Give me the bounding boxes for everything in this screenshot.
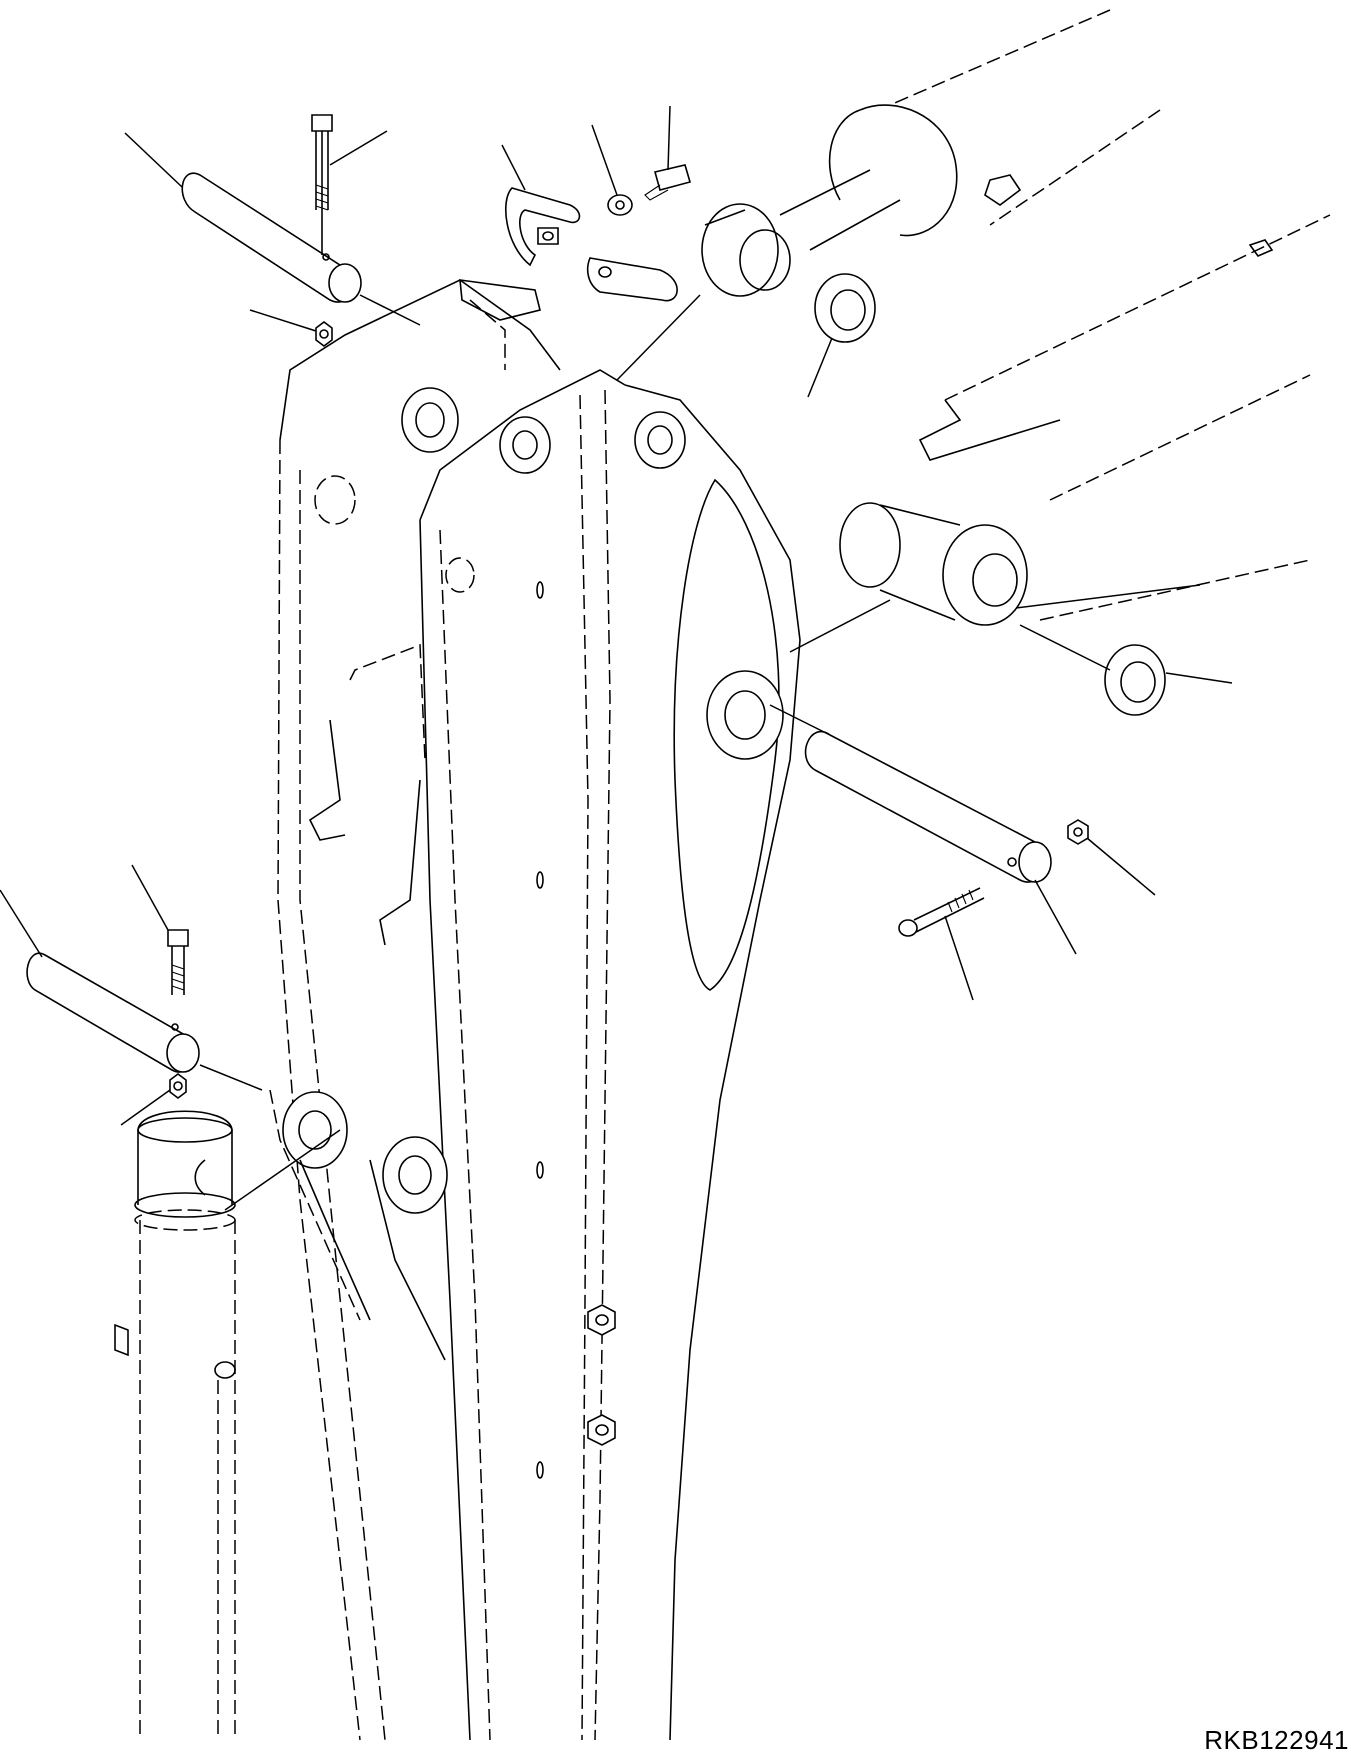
bolt-right: [899, 888, 984, 936]
bucket-cylinder: [115, 1111, 235, 1740]
pin-right: [806, 732, 1051, 882]
boom-cylinder: [840, 215, 1330, 625]
nut-top-left: [316, 322, 332, 346]
leader-lines: [0, 106, 1232, 1125]
hose-clamp-lower: [588, 258, 677, 301]
bolt-clamp: [645, 165, 690, 200]
hose-clamp-upper: [506, 188, 580, 265]
arm-body: [270, 280, 800, 1740]
thrust-washer-right: [1105, 645, 1165, 715]
assembly-lines: [200, 295, 1110, 1210]
nut-right: [1068, 820, 1088, 844]
thrust-washer-upper: [815, 274, 875, 342]
nut-lower-left: [170, 1074, 186, 1098]
pin-top-left: [182, 173, 361, 302]
pin-lower-left: [27, 953, 199, 1072]
bolt-lower-left: [168, 930, 188, 995]
washer-clamp: [608, 195, 632, 215]
drawing-reference-code: RKB122941: [1204, 1725, 1349, 1755]
arm-cylinder: [702, 10, 1272, 296]
bolt-top-left: [312, 115, 332, 255]
